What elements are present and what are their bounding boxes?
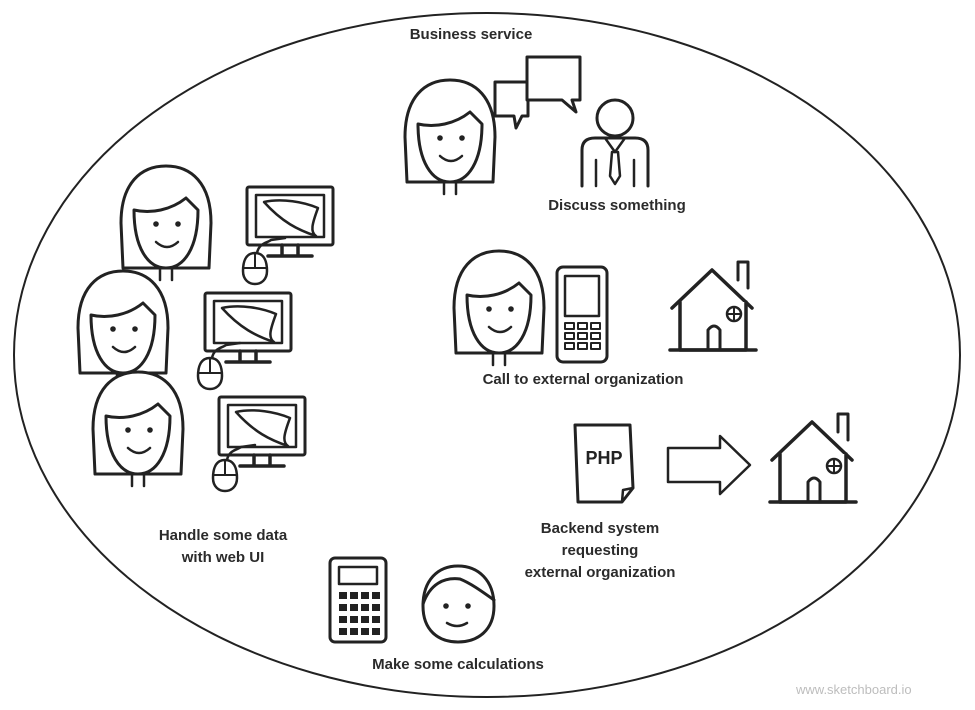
woman-icon (76, 269, 170, 387)
handle-label-line-1: Handle some data (158, 527, 288, 544)
speech-bubbles-icon (493, 55, 582, 130)
house-icon (668, 260, 758, 352)
monitor-icon (203, 291, 293, 364)
handle-label-line-2: with web UI (181, 549, 265, 566)
php-label: PHP (585, 448, 622, 468)
call-label: Call to external organization (482, 371, 684, 388)
business-service-title: Business service (409, 26, 533, 43)
backend-label-line-1: Backend system (540, 520, 660, 537)
handle-label: Handle some data with web UI (128, 525, 318, 569)
house-icon (768, 412, 858, 504)
businessman-icon (580, 98, 650, 188)
monitor-icon (217, 395, 307, 468)
business-service-boundary (13, 12, 961, 698)
discuss-label: Discuss something (548, 197, 686, 214)
mobile-phone-icon (555, 265, 609, 364)
backend-label-line-2: requesting (561, 542, 639, 559)
woman-icon (452, 249, 546, 367)
php-document-icon: PHP (573, 423, 635, 504)
woman-icon (403, 78, 497, 196)
calculations-label: Make some calculations (372, 656, 544, 673)
watermark: www.sketchboard.io (796, 682, 912, 697)
woman-icon (91, 370, 185, 488)
woman-icon (119, 164, 213, 282)
backend-label-line-3: external organization (524, 564, 676, 581)
man-icon (421, 564, 496, 644)
backend-label: Backend system requesting external organ… (490, 518, 710, 584)
arrow-right-icon (666, 434, 752, 496)
calculator-icon (328, 556, 388, 644)
